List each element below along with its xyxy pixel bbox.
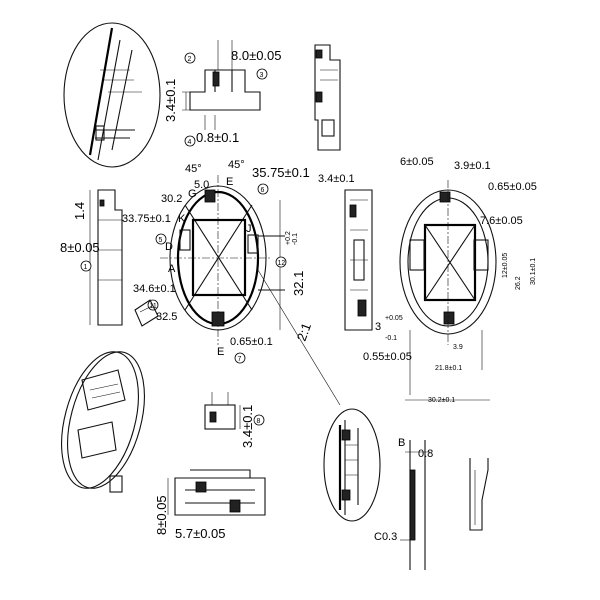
top-view-right bbox=[399, 180, 497, 401]
scale-label: 2:1 bbox=[294, 321, 314, 343]
dim-label-C-0-3: C0.3 bbox=[374, 531, 397, 543]
profile-bottom-right bbox=[469, 458, 489, 531]
small-section-center bbox=[204, 392, 241, 430]
dim-label-left-height: 8±0.05 bbox=[60, 240, 100, 255]
dim-label-0-8: 0.8 bbox=[418, 448, 433, 460]
dim-label-3-tol: 3 bbox=[375, 321, 381, 333]
dim-label-top-width: 8.0±0.05 bbox=[231, 48, 282, 63]
dim-label-angle-1: 45° bbox=[185, 163, 202, 175]
dim-label-0-65-bottom: 0.65±0.1 bbox=[230, 336, 273, 348]
dim-label-26-2: 26.2 bbox=[515, 276, 522, 290]
dim-label-5-0: 5.0 bbox=[194, 179, 209, 191]
dim-label-30-2: 30.2 bbox=[161, 193, 182, 205]
dim-label-left-1-4: 1.4 bbox=[72, 202, 87, 220]
dim-label-6-05: 6±0.05 bbox=[400, 156, 434, 168]
dim-label-3-4-right: 3.4±0.1 bbox=[318, 173, 355, 185]
letter-K: K bbox=[178, 213, 186, 225]
isometric-view bbox=[61, 351, 145, 493]
dim-label-3-9: 3.9±0.1 bbox=[454, 160, 491, 172]
letter-B: B bbox=[398, 437, 405, 449]
dim-label-3-tol-upper: +0.05 bbox=[385, 315, 403, 322]
dim-label-30-1: 30.1±0.1 bbox=[530, 258, 537, 285]
callout-3: 3 bbox=[260, 72, 264, 79]
letter-D: D bbox=[165, 241, 173, 253]
callout-4: 4 bbox=[188, 139, 192, 146]
section-bc bbox=[400, 440, 430, 570]
main-top-view bbox=[160, 175, 285, 345]
dim-label-0-55: 0.55±0.05 bbox=[363, 351, 412, 363]
dim-label-dia-outer: 35.75±0.1 bbox=[252, 165, 310, 180]
dim-label-12: 12±0.05 bbox=[502, 253, 509, 278]
letter-E-top: E bbox=[226, 176, 233, 188]
letter-J: J bbox=[246, 223, 252, 235]
callout-7: 7 bbox=[238, 356, 242, 363]
dim-label-34-6: 34.6±0.1 bbox=[133, 283, 176, 295]
small-clip-part bbox=[134, 299, 159, 327]
side-view-top-right bbox=[314, 44, 341, 151]
dim-label-30-2-right: 30.2±0.1 bbox=[428, 397, 455, 404]
callout-2: 2 bbox=[188, 56, 192, 63]
dim-label-top-height: 3.4±0.1 bbox=[163, 79, 178, 122]
dim-label-8-05: 8±0.05 bbox=[154, 495, 169, 535]
detail-circle-top-left bbox=[63, 22, 161, 168]
callout-8: 8 bbox=[257, 418, 261, 425]
side-view-right-middle bbox=[344, 189, 373, 331]
dim-label-32-1: 32.1 bbox=[291, 271, 306, 296]
dim-label-3-tol-lower: -0.1 bbox=[385, 335, 397, 342]
side-view-bottom bbox=[167, 469, 266, 516]
callout-12: 12 bbox=[278, 260, 286, 267]
dim-label-0-65-right: 0.65±0.05 bbox=[488, 181, 537, 193]
dim-label-5-7: 5.7±0.05 bbox=[175, 526, 226, 541]
callout-5: 5 bbox=[159, 237, 163, 244]
dim-label-3-9-tol: 3.9 bbox=[453, 344, 463, 351]
callout-1: 1 bbox=[84, 264, 88, 271]
detail-circle-bottom bbox=[323, 408, 381, 522]
letter-A: A bbox=[168, 263, 176, 275]
detail-leader-line bbox=[257, 269, 341, 406]
dim-label-33-75: 33.75±0.1 bbox=[122, 213, 171, 225]
dim-label-angle-2: 45° bbox=[228, 159, 245, 171]
dim-label-3-4-center: 3.4±0.1 bbox=[240, 405, 255, 448]
dim-label-32-1-tol-lower: -0.1 bbox=[292, 233, 299, 245]
dim-label-32-1-tol-upper: +0.2 bbox=[285, 231, 292, 245]
side-elevation-left bbox=[89, 189, 123, 326]
dim-label-7-6: 7.6±0.05 bbox=[480, 215, 523, 227]
dim-label-top-thickness: 0.8±0.1 bbox=[196, 130, 239, 145]
letter-G: G bbox=[188, 188, 197, 200]
letter-E-bottom: E bbox=[217, 346, 224, 358]
callout-6: 6 bbox=[261, 187, 265, 194]
side-view-top bbox=[182, 40, 261, 130]
dim-label-21-8: 21.8±0.1 bbox=[435, 365, 462, 372]
dim-label-32-5: 32.5 bbox=[156, 311, 177, 323]
